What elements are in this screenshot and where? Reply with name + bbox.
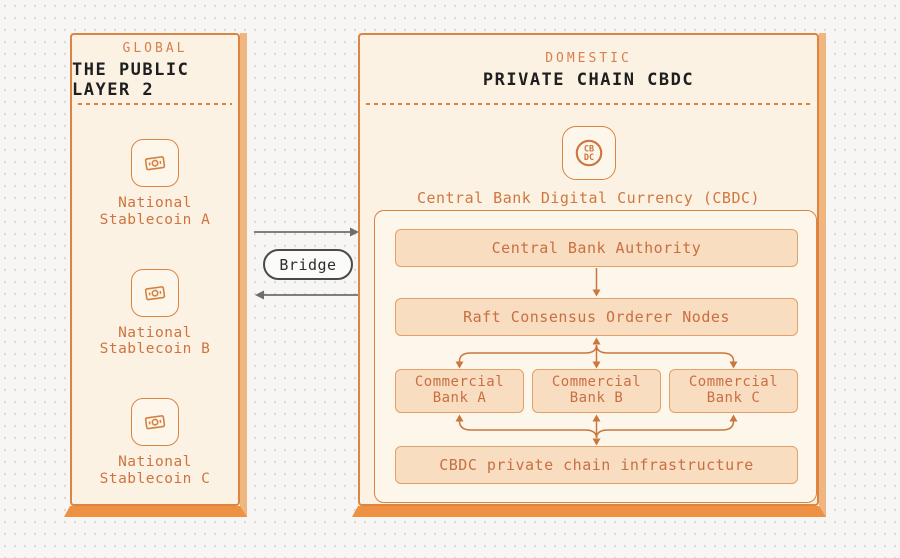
raft-orderer-label: Raft Consensus Orderer Nodes [463, 308, 730, 326]
stablecoin-item-b: National Stablecoin B [100, 268, 211, 359]
public-layer-panel: GLOBAL THE PUBLIC LAYER 2 [64, 33, 247, 517]
coin-monogram-top: CB [583, 145, 593, 155]
left-panel-title: THE PUBLIC LAYER 2 [72, 59, 190, 100]
banknote-icon [130, 398, 179, 447]
cbdc-infrastructure-label: CBDC private chain infrastructure [439, 456, 754, 474]
dashed-divider [78, 103, 232, 105]
bridge-arrow-left-icon [255, 290, 360, 300]
stablecoin-item-c: National Stablecoin C [100, 398, 211, 488]
bridge-node: Bridge [263, 249, 353, 280]
private-chain-panel: DOMESTIC PRIVATE CHAIN CBDC CB DC Centra… [352, 33, 826, 517]
left-panel-subtitle: GLOBAL [122, 40, 188, 56]
dashed-divider [366, 103, 811, 105]
bank-label-line1: Commercial [551, 374, 642, 391]
cbdc-infrastructure-node: CBDC private chain infrastructure [395, 446, 798, 484]
commercial-bank-b-node: Commercial Bank B [532, 369, 661, 413]
private-chain-panel-face: DOMESTIC PRIVATE CHAIN CBDC CB DC Centra… [358, 33, 819, 506]
right-panel-title: PRIVATE CHAIN CBDC [482, 69, 695, 90]
banknote-icon [130, 268, 179, 317]
right-panel-header: DOMESTIC PRIVATE CHAIN CBDC [360, 35, 817, 105]
public-layer-panel-face: GLOBAL THE PUBLIC LAYER 2 [70, 33, 240, 506]
bank-label-line1: Commercial [688, 374, 779, 391]
central-bank-authority-label: Central Bank Authority [491, 239, 702, 257]
commercial-bank-a-node: Commercial Bank A [395, 369, 524, 413]
stablecoin-label: National Stablecoin B [100, 325, 211, 359]
cbdc-coin-icon: CB DC [561, 126, 616, 180]
bank-label-line2: Bank B [569, 390, 624, 406]
left-panel-header: GLOBAL THE PUBLIC LAYER 2 [72, 35, 238, 105]
coin-monogram-bottom: DC [583, 153, 593, 163]
bank-label-line1: Commercial [414, 374, 505, 391]
bank-label-line2: Bank A [432, 390, 487, 406]
stablecoin-label-line2: Stablecoin A [99, 211, 211, 228]
banknote-icon [130, 139, 179, 187]
right-panel-subtitle: DOMESTIC [545, 50, 632, 66]
stablecoin-label: National Stablecoin A [100, 195, 211, 229]
stablecoin-list: National Stablecoin A [72, 105, 238, 504]
raft-orderer-node: Raft Consensus Orderer Nodes [395, 298, 798, 336]
bridge-arrow-right-icon [254, 227, 359, 237]
cbdc-title: Central Bank Digital Currency (CBDC) [416, 189, 761, 207]
right-panel-body: CB DC Central Bank Digital Currency (CBD… [360, 105, 817, 504]
stablecoin-label-line1: National [118, 324, 192, 341]
stablecoin-label-line1: National [118, 195, 192, 211]
central-bank-authority-node: Central Bank Authority [395, 229, 798, 267]
cbdc-flow-container: Central Bank Authority Raft Consensus Or… [374, 210, 817, 503]
stablecoin-label: National Stablecoin C [100, 454, 211, 488]
bridge-label: Bridge [279, 255, 337, 274]
stablecoin-label-line1: National [118, 454, 192, 471]
stablecoin-label-line2: Stablecoin C [99, 471, 211, 488]
stablecoin-label-line2: Stablecoin B [99, 341, 211, 358]
bank-label-line2: Bank C [706, 390, 761, 406]
commercial-bank-c-node: Commercial Bank C [669, 369, 798, 413]
stablecoin-item-a: National Stablecoin A [100, 139, 211, 229]
